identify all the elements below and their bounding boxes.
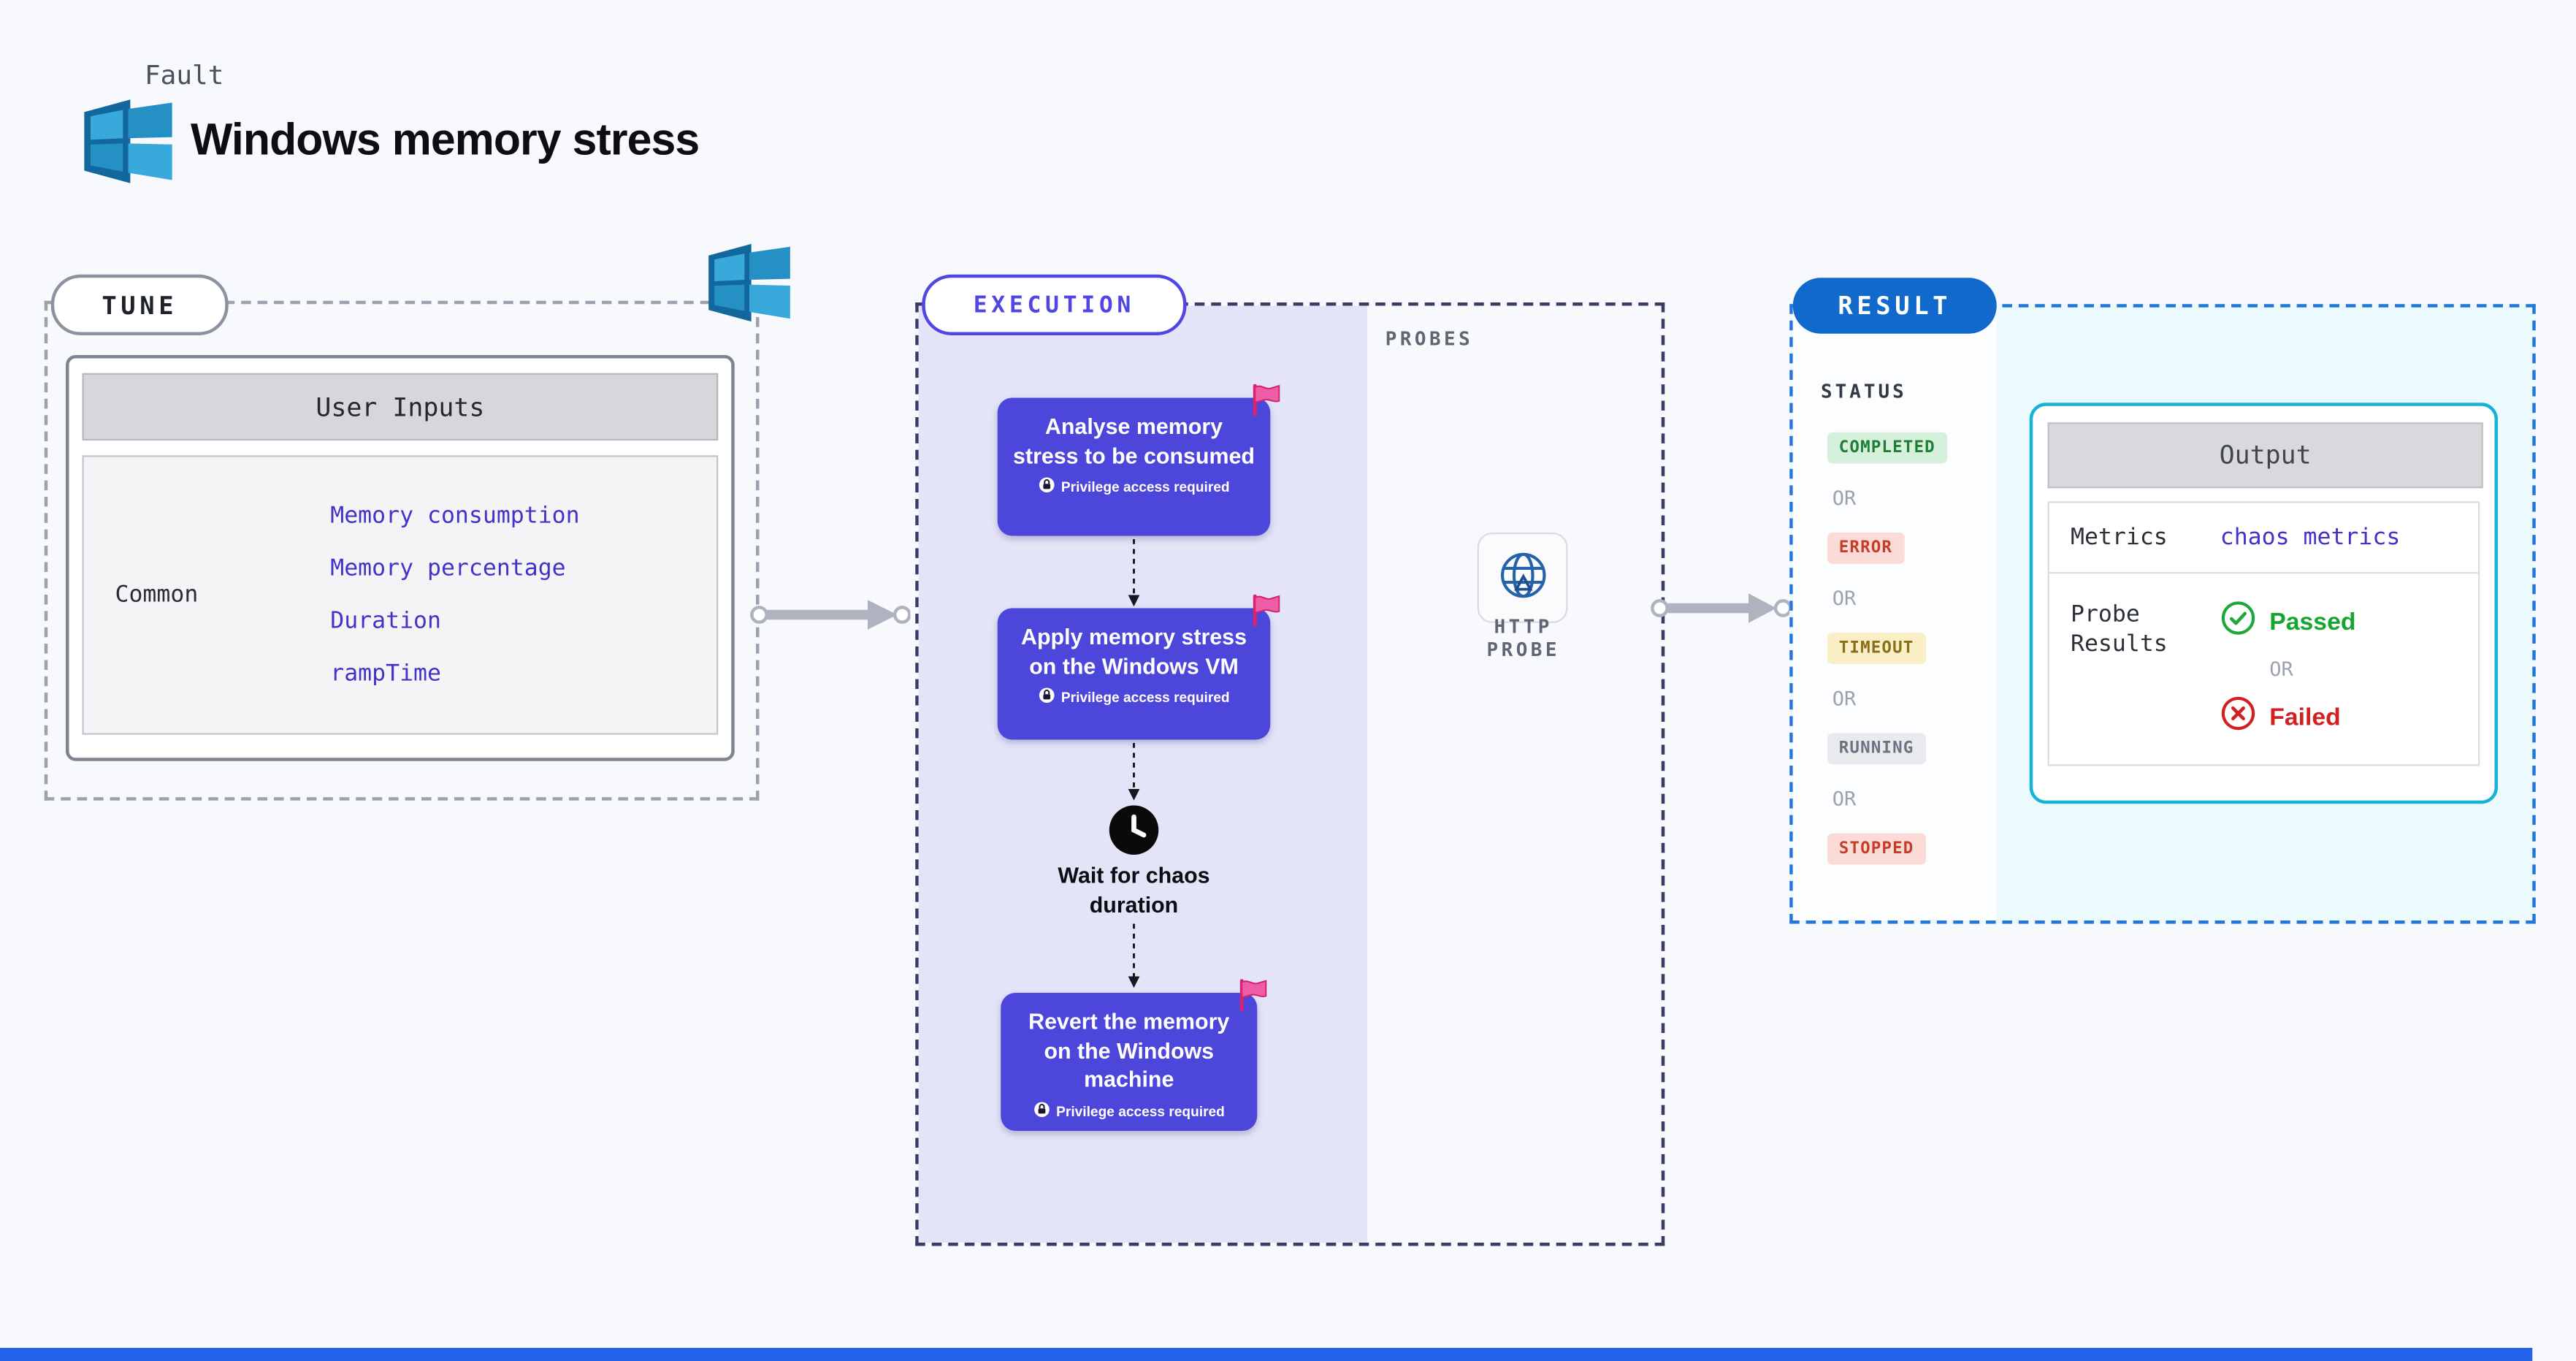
user-inputs-header: User Inputs — [82, 373, 719, 441]
step-title: Apply memory stress on the Windows VM — [1021, 625, 1247, 679]
privilege-badge-text: Privilege access required — [1056, 1102, 1225, 1119]
user-input-links: Memory consumption Memory percentage Dur… — [330, 457, 716, 733]
wait-step-label: Wait for chaos duration — [1058, 863, 1210, 917]
step-connector — [1128, 923, 1140, 988]
link-memory-consumption[interactable]: Memory consumption — [330, 503, 580, 530]
page-title: Windows memory stress — [191, 115, 700, 165]
bottom-bar — [0, 1348, 2533, 1361]
or-separator: OR — [1832, 487, 1857, 510]
step-revert-memory: Revert the memory on the Windows machine… — [1001, 979, 1267, 1131]
or-separator: OR — [1832, 687, 1857, 711]
lock-icon — [1033, 1101, 1050, 1121]
link-memory-percentage[interactable]: Memory percentage — [330, 555, 566, 582]
tune-section: TUNE User Inputs Common Memory consumpti… — [44, 243, 790, 801]
step-connector — [1128, 539, 1140, 607]
step-connector — [1128, 743, 1140, 801]
status-error: ERROR — [1827, 533, 1904, 564]
chaos-flag-icon — [1249, 592, 1285, 628]
flow-arrow-execution-to-result — [1651, 593, 1792, 623]
privilege-badge: Privilege access required — [1014, 1101, 1244, 1121]
probe-results-values: Passed OR Failed — [2220, 573, 2478, 764]
check-circle-icon — [2220, 600, 2257, 643]
privilege-badge: Privilege access required — [1011, 477, 1258, 497]
privilege-badge-text: Privilege access required — [1060, 688, 1230, 706]
windows-logo-icon — [76, 96, 181, 188]
chaos-flag-icon — [1249, 381, 1285, 418]
status-label: STATUS — [1821, 379, 1907, 403]
status-stopped: STOPPED — [1827, 833, 1926, 865]
chaos-flag-icon — [1236, 977, 1272, 1013]
or-separator: OR — [2269, 657, 2293, 681]
step-apply-memory-stress: Apply memory stress on the Windows VM Pr… — [997, 594, 1280, 740]
privilege-badge-text: Privilege access required — [1060, 478, 1230, 495]
or-separator: OR — [1832, 587, 1857, 610]
failed-text: Failed — [2269, 702, 2341, 731]
step-analyse-memory: Analyse memory stress to be consumed Pri… — [997, 384, 1280, 536]
link-duration[interactable]: Duration — [330, 608, 441, 635]
x-circle-icon — [2220, 695, 2257, 739]
row-label-common: Common — [115, 582, 199, 609]
chaos-metrics-link[interactable]: chaos metrics — [2220, 524, 2401, 551]
output-table: Output Metrics chaos metrics Probe Resul… — [2029, 403, 2498, 804]
user-inputs-body: Common Memory consumption Memory percent… — [82, 455, 719, 735]
lock-icon — [1038, 477, 1055, 497]
privilege-badge: Privilege access required — [1011, 687, 1258, 707]
execution-section: EXECUTION PROBES Analyse memory stress t… — [915, 274, 1665, 1246]
status-completed: COMPLETED — [1827, 432, 1947, 464]
step-title: Revert the memory on the Windows machine — [1028, 1009, 1230, 1092]
flow-arrow-tune-to-execution — [750, 600, 911, 630]
or-separator: OR — [1832, 787, 1857, 811]
http-probe-label: HTTP PROBE — [1486, 614, 1560, 661]
probe-results-label: Probe Results — [2071, 601, 2168, 658]
status-column: STATUS COMPLETED OR ERROR OR TIMEOUT OR … — [1792, 307, 1997, 920]
user-inputs-table: User Inputs Common Memory consumption Me… — [66, 355, 735, 761]
http-probe-card — [1477, 533, 1568, 623]
passed-text: Passed — [2269, 607, 2356, 636]
step-title: Analyse memory stress to be consumed — [1013, 414, 1255, 468]
fault-kicker: Fault — [145, 59, 224, 91]
clock-icon — [1108, 804, 1161, 856]
result-label: RESULT — [1792, 278, 1997, 334]
output-header: Output — [2047, 422, 2483, 489]
metrics-label: Metrics — [2071, 524, 2168, 551]
failed-line: Failed — [2220, 695, 2478, 739]
windows-logo-icon — [695, 240, 804, 326]
link-ramptime[interactable]: rampTime — [330, 660, 441, 687]
lock-icon — [1038, 687, 1055, 707]
probes-label: PROBES — [1385, 327, 1474, 351]
status-running: RUNNING — [1827, 733, 1926, 765]
metrics-row: Metrics chaos metrics — [2047, 501, 2480, 574]
result-section: STATUS COMPLETED OR ERROR OR TIMEOUT OR … — [1789, 278, 2536, 924]
probe-results-row: Probe Results Passed OR Failed — [2047, 572, 2480, 766]
status-timeout: TIMEOUT — [1827, 633, 1926, 664]
tune-label: TUNE — [50, 274, 229, 335]
passed-line: Passed — [2220, 600, 2478, 643]
execution-label: EXECUTION — [922, 274, 1187, 335]
globe-icon — [1494, 546, 1551, 609]
